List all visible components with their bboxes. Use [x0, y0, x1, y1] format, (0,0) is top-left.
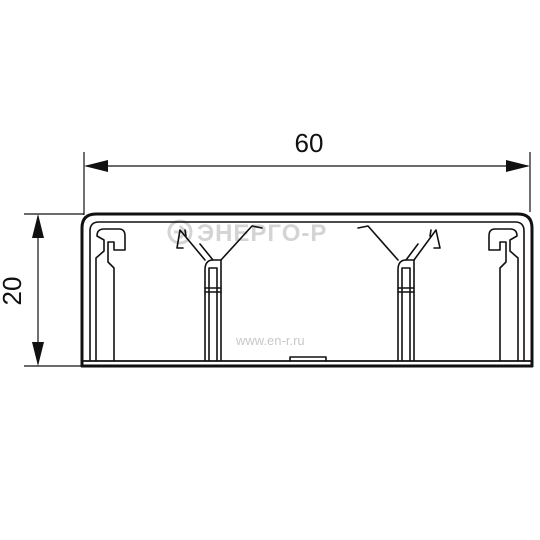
arrow-left-icon: [84, 160, 108, 172]
arrow-right-icon: [506, 160, 530, 172]
arrow-up-icon: [32, 214, 44, 238]
lid-inner: [89, 221, 525, 361]
width-label: 60: [295, 128, 324, 158]
watermark-brand: ЭНЕРГО-Р: [197, 220, 327, 247]
lid-outline: [80, 212, 534, 368]
watermark-url: www.en-r.ru: [235, 333, 305, 348]
arrow-down-icon: [32, 342, 44, 366]
divider-right: [357, 225, 441, 361]
width-dimension: [83, 152, 531, 215]
height-label: 20: [0, 277, 27, 306]
divider-left: [176, 225, 263, 361]
right-clip: [488, 228, 519, 361]
height-dimension: [24, 213, 84, 367]
left-clip: [95, 228, 126, 361]
watermark: ЭНЕРГО-Р www.en-r.ru: [167, 219, 327, 348]
channel-profile: [80, 212, 534, 368]
base-center-notch: [289, 356, 327, 362]
